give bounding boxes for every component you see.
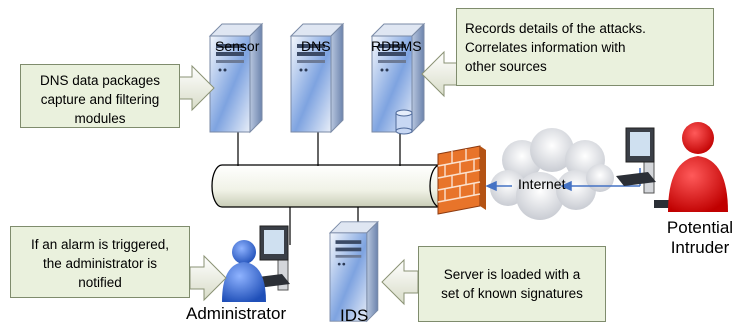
ids-label: IDS	[340, 306, 369, 325]
callout-arrow-icon	[421, 51, 459, 97]
callout-signatures: Server is loaded with a set of known sig…	[418, 246, 606, 322]
internet-cloud-icon	[490, 128, 614, 220]
callout-arrow-icon	[189, 255, 227, 301]
administrator-label: Administrator	[186, 304, 287, 323]
network-backbone-pipe	[211, 164, 451, 208]
sensor-label: Sensor	[215, 38, 260, 54]
administrator-workstation-icon	[250, 225, 290, 291]
callout-alarm: If an alarm is triggered, the administra…	[10, 226, 190, 298]
potential-intruder-label: Potential Intruder	[666, 218, 734, 257]
firewall-icon	[437, 145, 486, 215]
callout-dns-capture: DNS data packages capture and filtering …	[20, 64, 180, 128]
dns-label: DNS	[301, 38, 331, 54]
rdbms-label: RDBMS	[371, 38, 422, 54]
administrator-person-icon	[222, 240, 266, 302]
database-icon	[395, 109, 413, 135]
callout-records: Records details of the attacks. Correlat…	[456, 8, 714, 86]
callout-arrow-icon	[177, 65, 215, 111]
intruder-workstation-icon	[616, 127, 670, 208]
internet-label: Internet	[518, 176, 566, 192]
intruder-person-icon	[668, 122, 728, 212]
callout-arrow-icon	[381, 259, 419, 305]
